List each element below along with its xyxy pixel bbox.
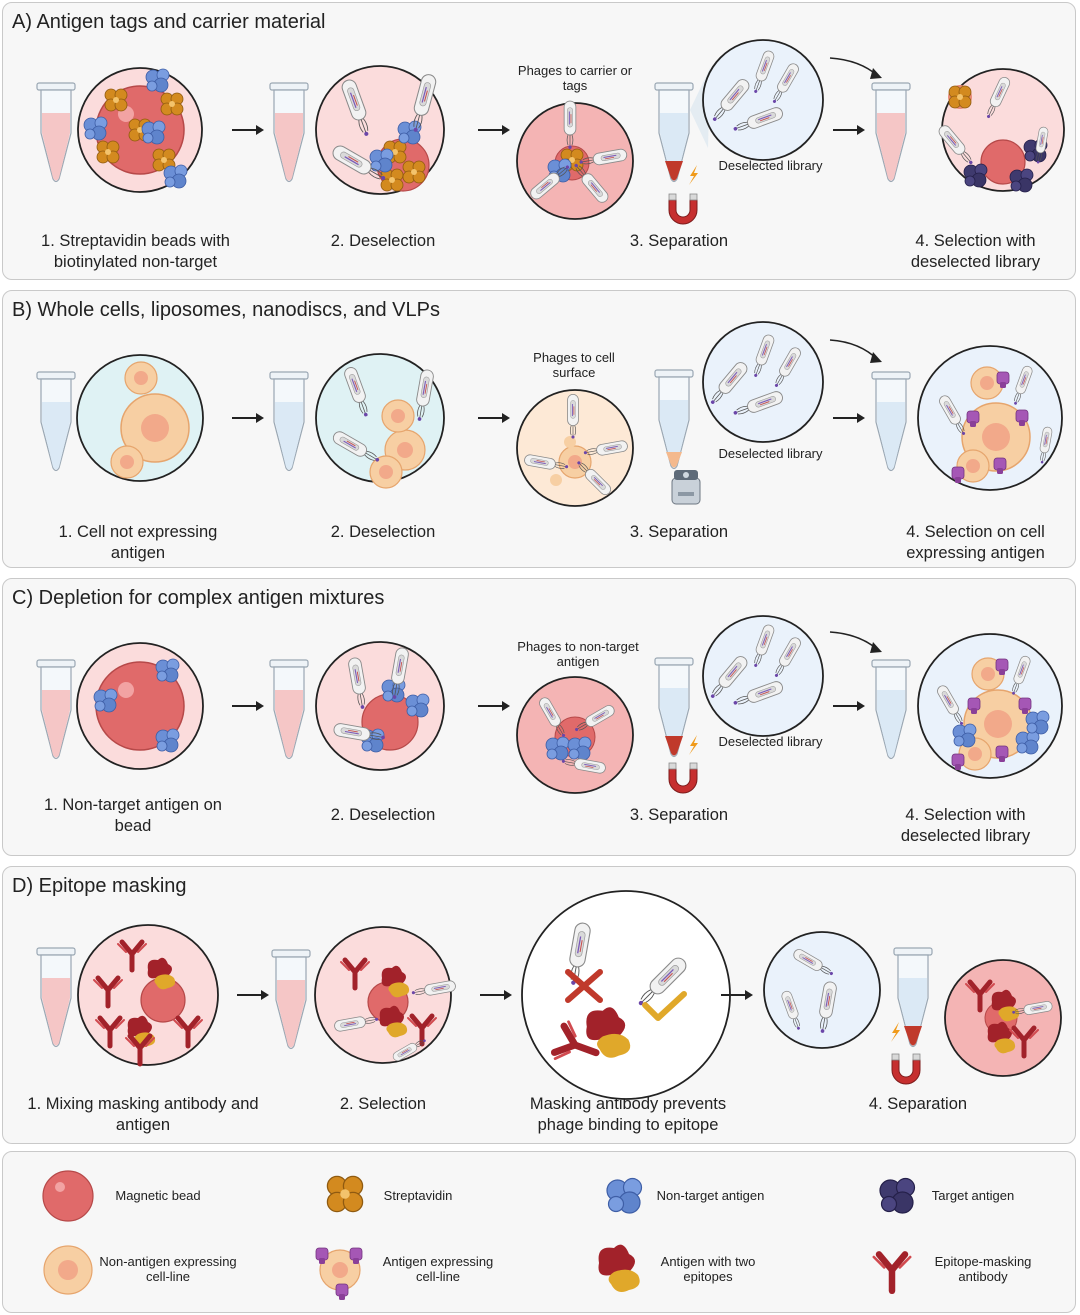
panel-b-step-2: 2. Deselection <box>330 523 436 541</box>
panel-d-step-1: 1. Mixing masking antibody and antigen <box>27 1095 259 1134</box>
panel-a-step-1: 1. Streptavidin beads with biotinylated … <box>41 232 230 271</box>
panel-c-step-2: 2. Deselection <box>330 806 436 824</box>
legend-label-target-antigen: Target antigen <box>931 1188 1015 1203</box>
panel-a-step-3: 3. Separation <box>629 232 729 250</box>
legend-label-magnetic-bead: Magnetic bead <box>115 1188 201 1203</box>
two-epitope-antigen-icon <box>598 1244 640 1292</box>
panel-d-step-3: Masking antibody prevents phage binding … <box>529 1095 727 1134</box>
magnetic-bead-icon <box>42 1170 94 1222</box>
panel-c-step-4: 4. Selection with deselected library <box>900 806 1031 845</box>
non-target-antigen-icon <box>606 1177 643 1214</box>
legend-label-non-target-antigen: Non-target antigen <box>656 1188 765 1203</box>
panel-d-illustration <box>36 890 1062 1100</box>
legend: Magnetic bead Streptavidin Non-target an… <box>2 1151 1076 1313</box>
panel-a-note-phages: Phages to carrier or tags <box>517 63 633 93</box>
panel-c-illustration <box>36 615 1063 794</box>
panel-b-title: B) Whole cells, liposomes, nanodiscs, an… <box>12 299 440 321</box>
legend-label-non-antigen-cell: Non-antigen expressing cell-line <box>99 1254 237 1284</box>
panel-a-step-4: 4. Selection with deselected library <box>910 232 1041 271</box>
legend-label-two-epitope-antigen: Antigen with two epitopes <box>660 1254 756 1284</box>
panel-a-title: A) Antigen tags and carrier material <box>12 11 326 33</box>
panel-c-note-library: Deselected library <box>718 734 823 749</box>
panel-c-note-phages: Phages to non-target antigen <box>517 639 639 669</box>
panel-b-step-4: 4. Selection on cell expressing antigen <box>906 523 1045 562</box>
panel-d-title: D) Epitope masking <box>12 875 187 897</box>
panel-b-note-library: Deselected library <box>718 446 823 461</box>
legend-label-streptavidin: Streptavidin <box>383 1188 453 1203</box>
non-antigen-cell-icon <box>43 1245 93 1295</box>
panel-a-illustration <box>36 39 1065 225</box>
target-antigen-icon <box>879 1177 916 1214</box>
panel-b-note-phages: Phages to cell surface <box>533 350 615 380</box>
streptavidin-icon <box>326 1175 364 1213</box>
panel-a-note-library: Deselected library <box>718 158 823 173</box>
masking-antibody-icon <box>874 1254 910 1290</box>
legend-label-antigen-cell: Antigen expressing cell-line <box>382 1254 494 1284</box>
panel-c-step-1: 1. Non-target antigen on bead <box>44 796 222 835</box>
panel-d-step-4: 4. Separation <box>868 1095 968 1113</box>
antigen-cell-icon <box>315 1247 363 1301</box>
panel-c-title: C) Depletion for complex antigen mixture… <box>12 587 385 609</box>
panel-c-step-3: 3. Separation <box>629 806 729 824</box>
legend-label-masking-antibody: Epitope-masking antibody <box>934 1254 1032 1284</box>
panel-b-illustration <box>36 321 1063 507</box>
panel-a-step-2: 2. Deselection <box>330 232 436 250</box>
panel-b-step-1: 1. Cell not expressing antigen <box>58 523 218 562</box>
legend-icons <box>42 1170 916 1301</box>
panel-b-step-3: 3. Separation <box>629 523 729 541</box>
panel-d-step-2: 2. Selection <box>339 1095 427 1113</box>
